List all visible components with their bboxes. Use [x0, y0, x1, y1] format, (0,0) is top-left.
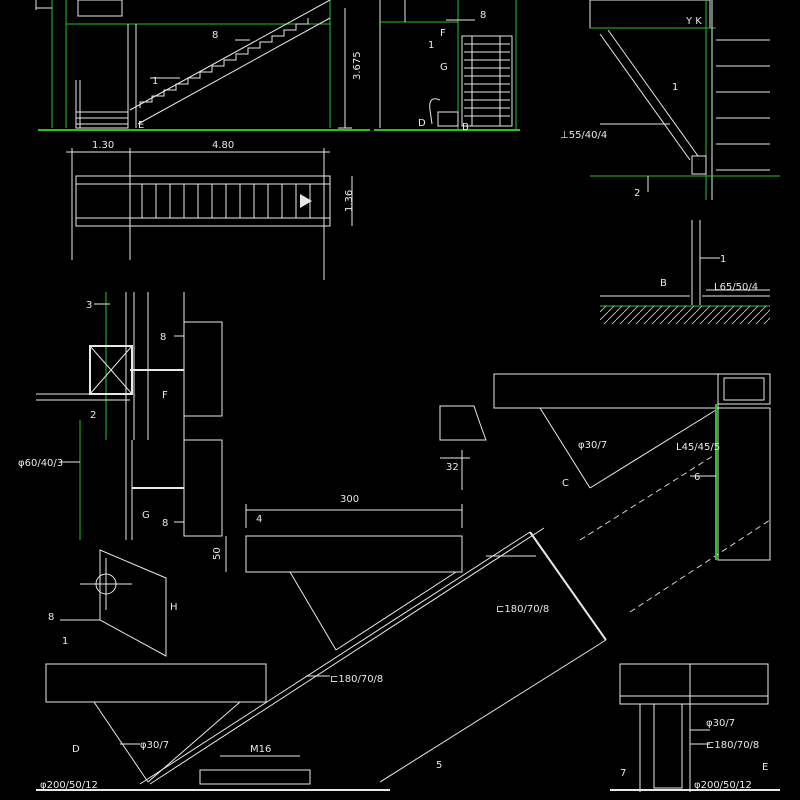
base-label-B: B — [660, 278, 667, 289]
channel-stringer: ⊏180/70/8 ⊏180/70/8 — [139, 527, 607, 785]
d-bolt-label: M16 — [250, 744, 271, 755]
tread-dim-50: 50 — [212, 547, 223, 560]
plan-dim-136: 1.36 — [344, 190, 355, 212]
stair-side-view: 8 1 F G D B — [374, 0, 520, 133]
h-label-1: 1 — [62, 636, 68, 647]
detail-f: 3 8 2 F — [36, 292, 223, 440]
tr-label-2: 2 — [634, 188, 640, 199]
side-label-8: 8 — [480, 10, 486, 21]
tread-dim-300: 300 — [340, 494, 359, 505]
elevation-label-1: 1 — [152, 76, 158, 87]
side-label-G: G — [440, 62, 448, 73]
side-label-D: D — [418, 118, 426, 129]
e-label-E: E — [762, 762, 768, 773]
base-detail-b: 1 B L65/50/4 — [600, 220, 770, 324]
plan-dim-480: 4.80 — [212, 140, 234, 151]
tr-label-1: 1 — [672, 82, 678, 93]
c-angle-label: L45/45/5 — [676, 442, 720, 453]
h-label-H: H — [170, 602, 178, 613]
f-label-3: 3 — [86, 300, 92, 311]
h-label-8: 8 — [48, 612, 54, 623]
channel-label-2: ⊏180/70/8 — [330, 674, 383, 685]
f-label-F: F — [162, 390, 168, 401]
e-channel-label: ⊏180/70/8 — [706, 740, 759, 751]
c-rod-label: φ30/7 — [578, 440, 607, 451]
e-rod-label: φ30/7 — [706, 718, 735, 729]
g-label-8: 8 — [162, 518, 168, 529]
g-label-G: G — [142, 510, 150, 521]
f-label-2: 2 — [90, 410, 96, 421]
tr-label-yk: Y K — [685, 16, 702, 27]
d-label-D: D — [72, 744, 80, 755]
base-angle-label: L65/50/4 — [714, 282, 758, 293]
tr-angle-label: ⊥55/40/4 — [560, 130, 607, 141]
section-dim-32: 32 — [446, 462, 459, 473]
top-right-detail: Y K 1 ⊥55/40/4 2 — [560, 0, 780, 200]
stair-elevation: 8 1 E 3.675 — [35, 0, 370, 131]
detail-h: 8 1 H — [48, 549, 178, 657]
d-plate-label: φ200/50/12 — [40, 780, 98, 791]
tread-section: 300 4 50 — [212, 494, 463, 651]
detail-c: φ30/7 L45/45/5 6 C — [493, 373, 771, 613]
f-label-8: 8 — [160, 332, 166, 343]
height-dimension: 3.675 — [352, 51, 363, 80]
plan-dim-130: 1.30 — [92, 140, 114, 151]
detail-d: D φ30/7 M16 φ200/50/12 5 — [36, 663, 442, 791]
d-rod-label: φ30/7 — [140, 740, 169, 751]
d-label-5: 5 — [436, 760, 442, 771]
c-label-6: 6 — [694, 472, 700, 483]
g-pipe-label: φ60/40/3 — [18, 458, 63, 469]
detail-g: φ60/40/3 G 8 — [18, 420, 223, 540]
channel-label-1: ⊏180/70/8 — [496, 604, 549, 615]
e-plate-label: φ200/50/12 — [694, 780, 752, 791]
base-label-1: 1 — [720, 254, 726, 265]
side-label-1: 1 — [428, 40, 434, 51]
elevation-label-8: 8 — [212, 30, 218, 41]
elevation-label-E: E — [138, 120, 144, 131]
c-label-C: C — [562, 478, 569, 489]
e-label-7: 7 — [620, 768, 626, 779]
side-label-F: F — [440, 28, 446, 39]
stair-plan: 1.30 4.80 1.36 — [66, 140, 355, 280]
small-section: 32 — [439, 405, 487, 490]
tread-label-4: 4 — [256, 514, 262, 525]
side-label-B: B — [462, 122, 469, 133]
detail-e: φ30/7 ⊏180/70/8 φ200/50/12 7 E — [610, 663, 780, 792]
